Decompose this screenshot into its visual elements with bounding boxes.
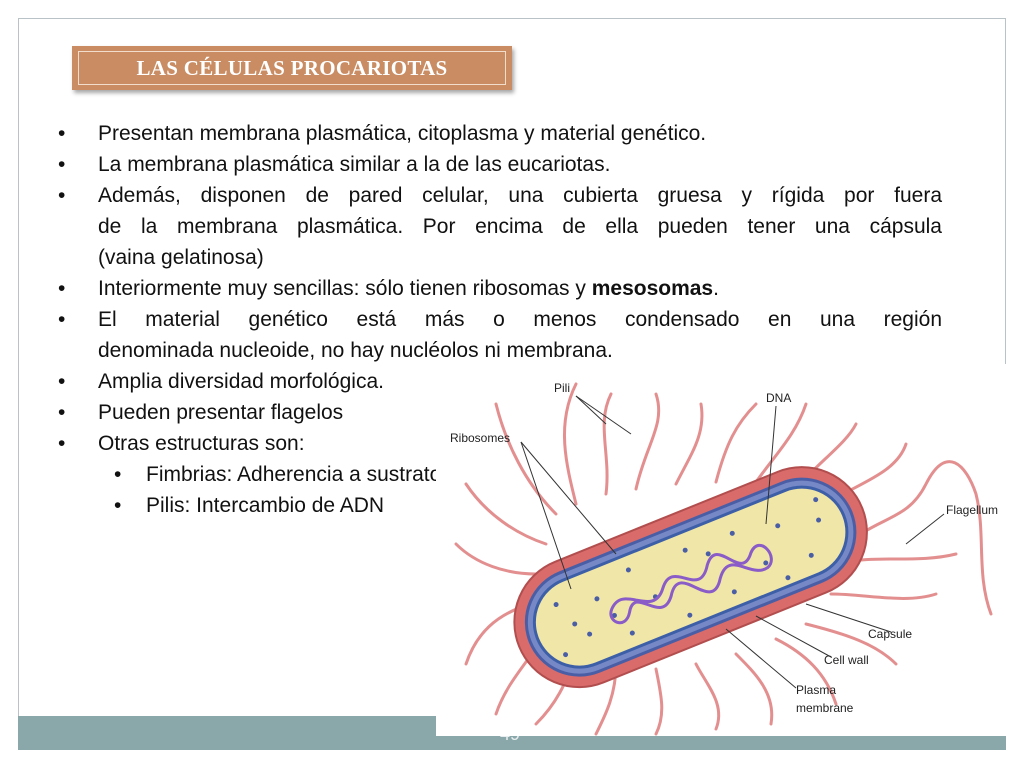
label-ribosomes: Ribosomes — [450, 431, 510, 445]
ribosomes — [553, 497, 822, 658]
bullet-bold-term: mesosomas — [591, 277, 714, 300]
dna-strand — [609, 544, 773, 625]
bullet-item-1: • Presentan membrana plasmática, citopla… — [58, 118, 942, 149]
plasma-membrane — [532, 485, 849, 669]
bullet-marker: • — [58, 370, 66, 393]
page-title: LAS CÉLULAS PROCARIOTAS — [136, 55, 448, 80]
bacterium-illustration: Pili DNA Ribosomes Flagellum Capsule Cel… — [450, 381, 998, 736]
label-plasma-membrane-line1: Plasma — [796, 683, 836, 697]
title-inner-border: LAS CÉLULAS PROCARIOTAS — [78, 51, 506, 85]
bullet-marker: • — [58, 308, 66, 331]
bullet-marker: • — [58, 184, 66, 207]
label-cell-wall: Cell wall — [824, 653, 869, 667]
bullet-item-5: • El material genético está más o menos … — [58, 304, 942, 366]
bullet-text: Presentan membrana plasmática, citoplasm… — [98, 122, 707, 145]
bullet-item-4: • Interiormente muy sencillas: sólo tien… — [58, 273, 942, 304]
bullet-text-line: de la membrana plasmática. Por encima de… — [98, 215, 942, 238]
bullet-text-line: (vaina gelatinosa) — [98, 246, 264, 269]
sub-bullet-item-1: • Fimbrias: Adherencia a sustratos — [58, 459, 942, 490]
bacterium-diagram: Pili DNA Ribosomes Flagellum Capsule Cel… — [436, 364, 1008, 736]
bullet-text-line: denominada nucleoide, no hay nucléolos n… — [98, 339, 613, 362]
sub-bullet-text: Pilis: Intercambio de ADN — [146, 494, 385, 517]
flagellum — [834, 460, 993, 616]
bullet-text-line: El material genético está más o menos co… — [98, 308, 942, 331]
bullet-text: Otras estructuras son: — [98, 432, 305, 455]
sub-bullet-item-2: • Pilis: Intercambio de ADN — [58, 490, 942, 521]
sub-bullet-marker: • — [114, 463, 122, 486]
bullet-text-end: . — [713, 277, 719, 300]
bullet-text: Amplia diversidad morfológica. — [98, 370, 384, 393]
bullet-text: La membrana plasmática similar a la de l… — [98, 153, 611, 176]
title-box: LAS CÉLULAS PROCARIOTAS — [72, 46, 512, 90]
bullet-item-6: • Amplia diversidad morfológica. — [58, 366, 942, 397]
pili-group — [454, 382, 958, 736]
label-flagellum: Flagellum — [946, 503, 998, 517]
bullet-text-line: Además, disponen de pared celular, una c… — [98, 184, 942, 207]
bullet-marker: • — [58, 153, 66, 176]
label-dna: DNA — [766, 391, 791, 405]
label-capsule: Capsule — [868, 627, 912, 641]
bullet-marker: • — [58, 122, 66, 145]
label-leader-lines — [520, 395, 945, 689]
bullet-marker: • — [58, 432, 66, 455]
bullet-item-3: • Además, disponen de pared celular, una… — [58, 180, 942, 273]
bullet-marker: • — [58, 277, 66, 300]
bullet-item-7: • Pueden presentar flagelos — [58, 397, 942, 428]
bullet-text: Interiormente muy sencillas: sólo tienen… — [98, 277, 592, 300]
bullet-marker: • — [58, 401, 66, 424]
bullet-item-8: • Otras estructuras son: — [58, 428, 942, 459]
label-plasma-membrane-line2: membrane — [796, 701, 854, 715]
bullet-item-2: • La membrana plasmática similar a la de… — [58, 149, 942, 180]
bullet-list: • Presentan membrana plasmática, citopla… — [58, 118, 942, 521]
label-pili: Pili — [554, 381, 570, 395]
cell-body — [513, 466, 868, 689]
sub-bullet-marker: • — [114, 494, 122, 517]
sub-bullet-text: Fimbrias: Adherencia a sustratos — [146, 463, 452, 486]
bullet-text: Pueden presentar flagelos — [98, 401, 344, 424]
